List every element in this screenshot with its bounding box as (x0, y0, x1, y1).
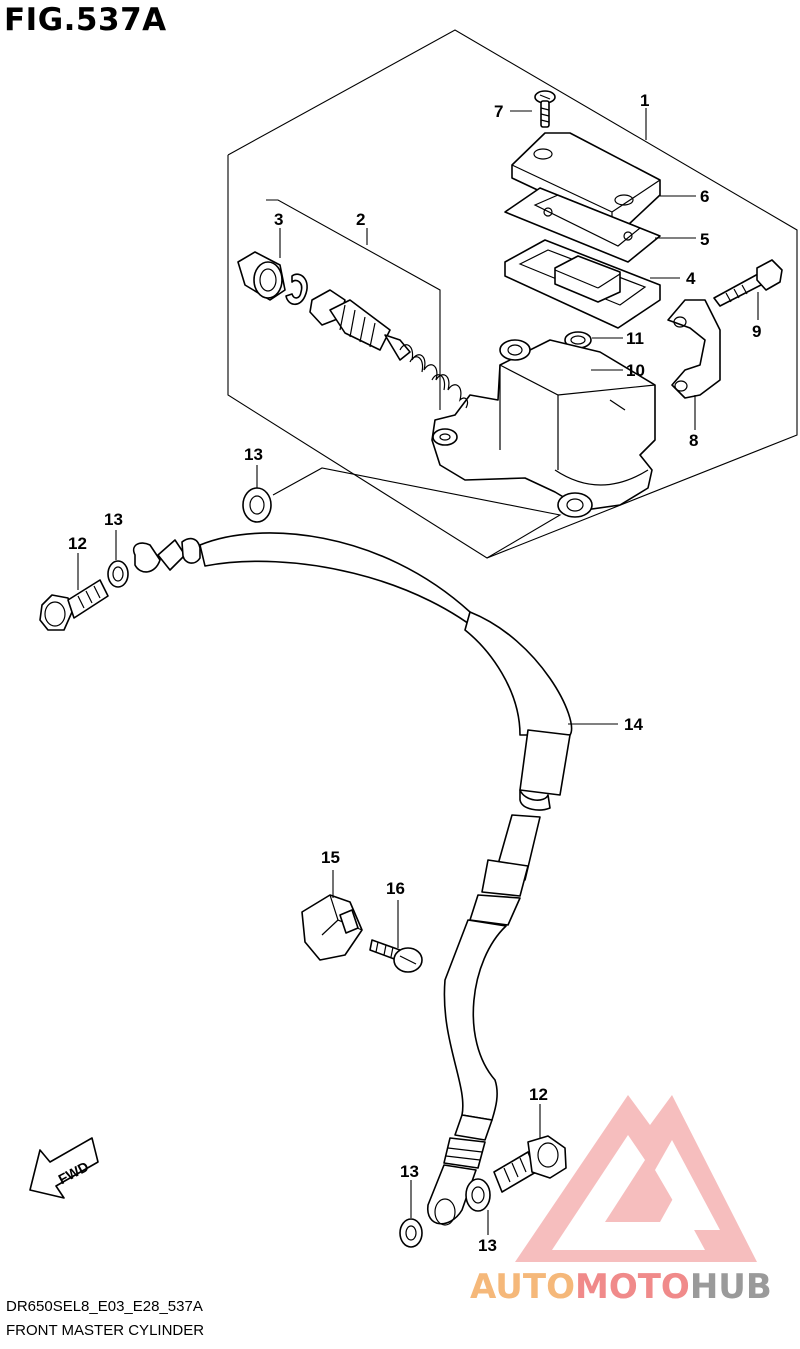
watermark-logo-icon (515, 1095, 757, 1262)
part-12-banjo-bolt-upper (39, 579, 109, 631)
callout-16: 16 (386, 879, 405, 898)
callout-2: 2 (356, 210, 365, 229)
assembly-boundary (227, 29, 798, 559)
model-code: DR650SEL8_E03_E28_537A (6, 1298, 203, 1315)
snap-ring (285, 273, 308, 306)
callout-1: 1 (640, 91, 649, 110)
fwd-arrow-icon (29, 1137, 99, 1199)
callout-13-washer: 13 (244, 445, 263, 464)
part-5-plate (504, 187, 661, 263)
callout-12-top: 12 (68, 534, 87, 553)
callout-6: 6 (700, 187, 709, 206)
callout-15: 15 (321, 848, 340, 867)
part-13-washer-upper (242, 487, 272, 523)
part-12-banjo-bolt-lower (493, 1135, 567, 1193)
part-15-hose-clamp (301, 894, 363, 961)
callout-14: 14 (624, 715, 643, 734)
part-4-diaphragm (504, 239, 661, 329)
callout-13-upper: 13 (104, 510, 123, 529)
callout-7: 7 (494, 102, 503, 121)
callout-12-bottom: 12 (529, 1085, 548, 1104)
part-2-piston-set (309, 289, 469, 409)
watermark-auto: AUTO (470, 1267, 575, 1307)
callout-4: 4 (686, 269, 696, 288)
callout-3: 3 (274, 210, 283, 229)
part-8-clamp (667, 299, 721, 399)
watermark-hub: HUB (690, 1267, 772, 1307)
part-13-washer-bottom-right (465, 1178, 491, 1212)
part-7-screw (534, 90, 556, 128)
callout-10: 10 (626, 361, 645, 380)
part-9-bolt (713, 259, 783, 307)
callout-13-bottom-left: 13 (400, 1162, 419, 1181)
part-13-washer-bottom-left (399, 1218, 423, 1248)
callout-5: 5 (700, 230, 709, 249)
part-13-washer-left (107, 560, 129, 588)
part-1-master-cylinder-body (431, 339, 656, 518)
part-3-boot (237, 251, 286, 301)
bolt-group-boundary (272, 467, 562, 559)
callout-9: 9 (752, 322, 761, 341)
leader-lines (77, 108, 759, 1235)
callout-13-bottom-right: 13 (478, 1236, 497, 1255)
part-14-brake-hose (132, 532, 573, 1226)
figure-title: FIG.537A (4, 2, 167, 38)
watermark-text: AUTOMOTOHUB (470, 1267, 772, 1307)
figure-caption: FRONT MASTER CYLINDER (6, 1322, 205, 1339)
callout-11: 11 (626, 329, 644, 348)
part-16-screw (369, 939, 423, 973)
callout-8: 8 (689, 431, 698, 450)
watermark-moto: MOTO (575, 1267, 690, 1307)
